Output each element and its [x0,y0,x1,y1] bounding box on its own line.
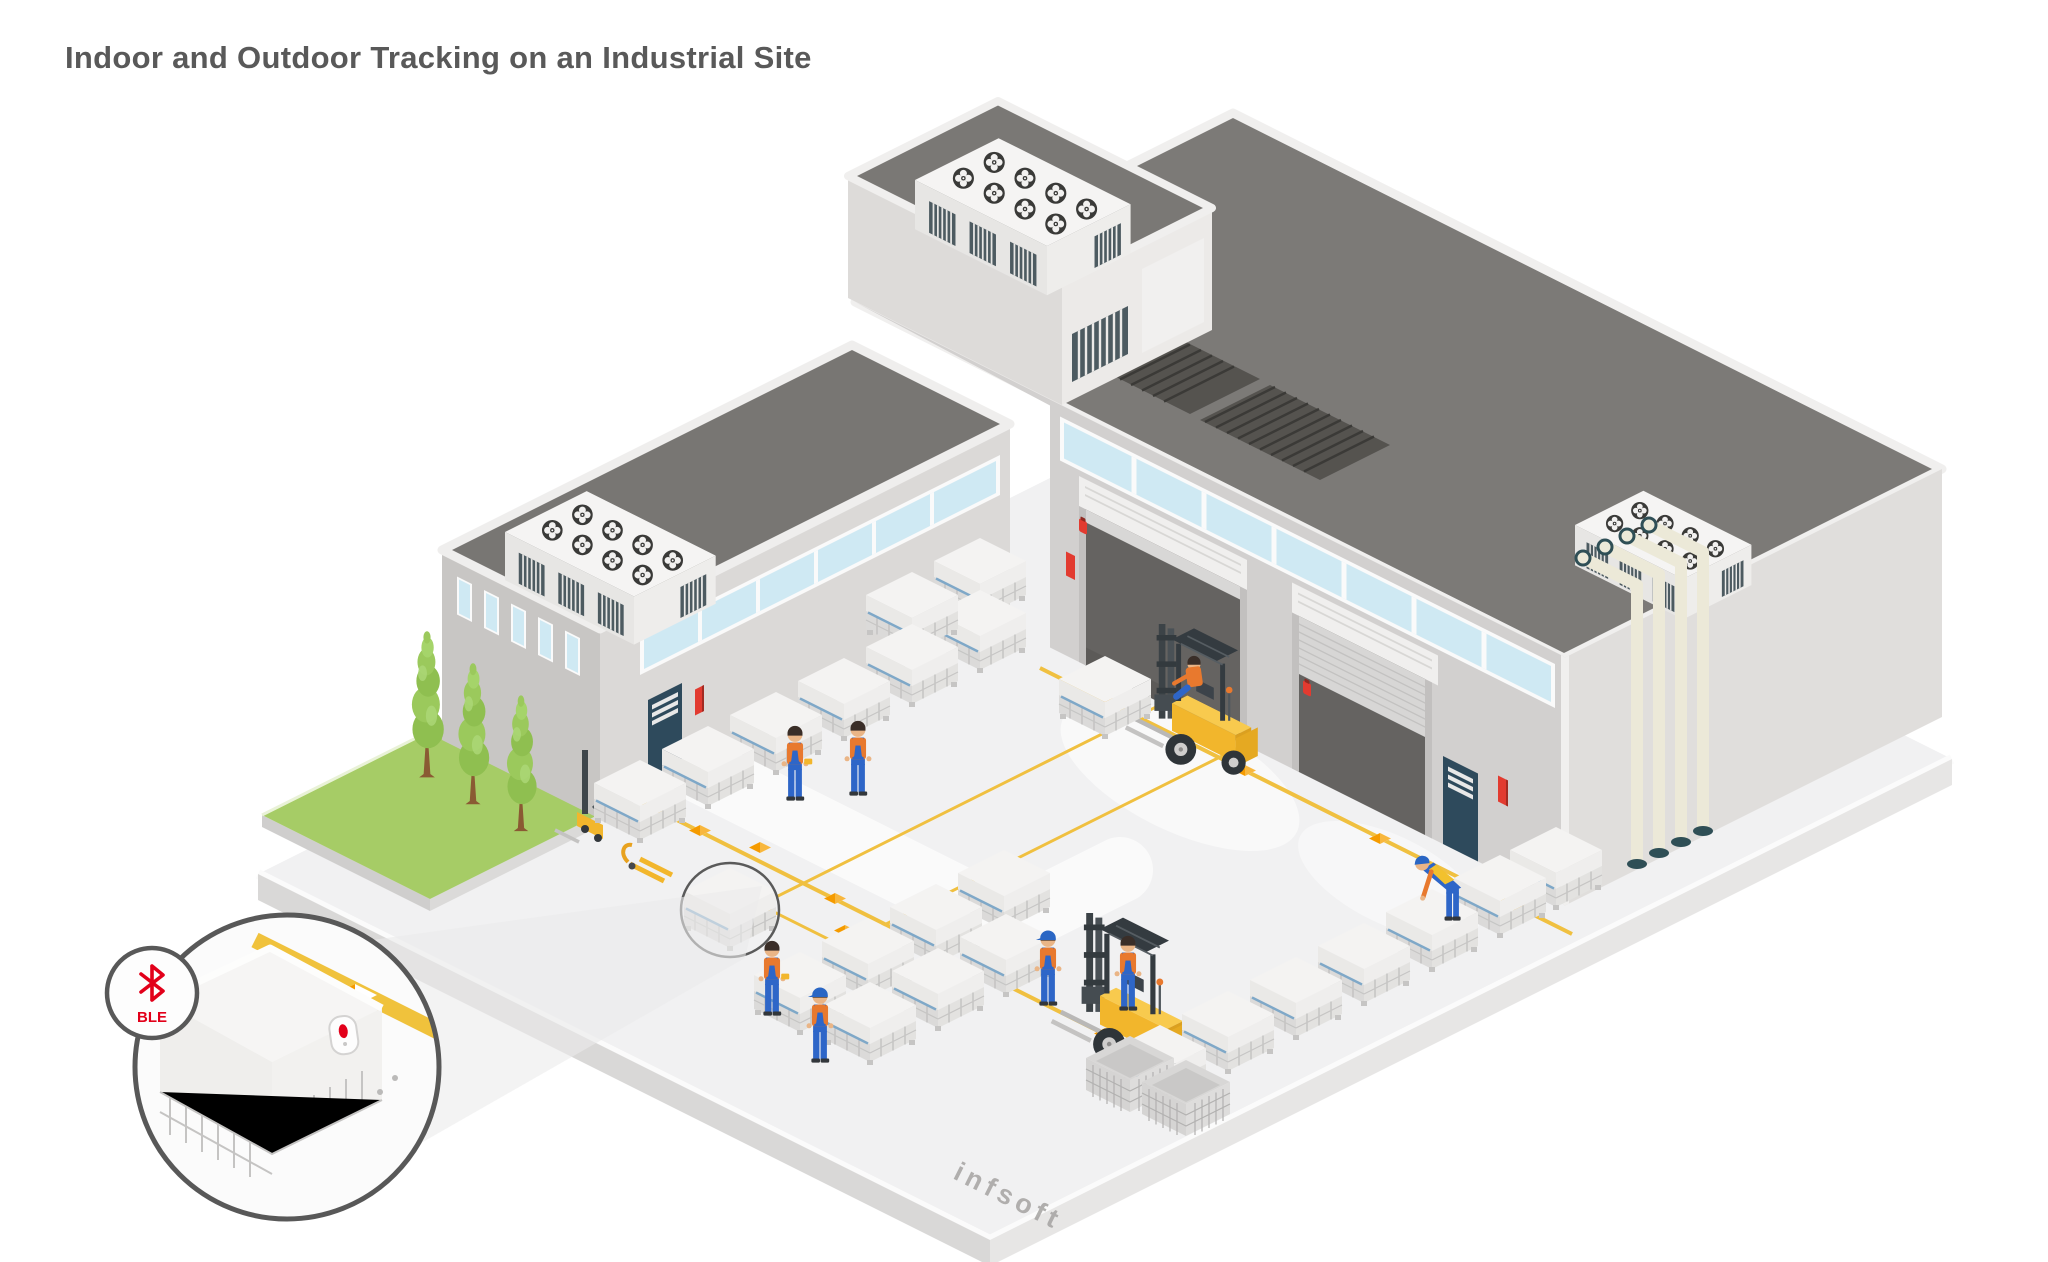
zoomed-container [158,944,398,1177]
platform-side-right [990,759,1952,1262]
dock-door-b-shutter [1298,615,1425,737]
gable-windows [457,576,580,676]
magnifier-beam [330,886,762,1195]
clerestory-windows [1064,422,1551,702]
worker-bending [1414,855,1462,921]
personnel-door [1443,756,1478,862]
safety-vest [1429,864,1455,885]
fire-extinguisher-box [1498,775,1508,807]
exterior-pipes [1574,516,1713,869]
roof-penthouse [844,97,1216,405]
page-title: Indoor and Outdoor Tracking on an Indust… [65,40,812,75]
magnifier-ring [132,912,442,1222]
worker [758,940,790,1016]
forklift-at-dock [1126,624,1258,775]
fire-extinguisher-box [695,685,704,716]
fire-extinguisher-box [1066,551,1075,580]
worker [806,987,834,1063]
main-building [844,97,1947,906]
cap [1035,930,1056,941]
ble-beacon [328,1014,360,1056]
ble-badge: BLE [104,945,200,1041]
handheld-scanner [781,973,790,980]
cap [807,987,828,998]
handheld-scanner [804,758,813,765]
ble-label: BLE [137,1009,167,1026]
window-strip [644,461,996,669]
left-wing-building [437,340,1015,819]
magnifier: BLE [104,886,762,1222]
worker [781,725,813,801]
forklift-driver [1172,655,1203,700]
hand-pallet-jack [621,842,674,884]
bluetooth-icon [139,964,165,1002]
left-wing-facade [600,424,1010,819]
zoomed-mesh [159,1071,383,1177]
worker [1034,930,1062,1006]
helmet [1414,855,1430,865]
